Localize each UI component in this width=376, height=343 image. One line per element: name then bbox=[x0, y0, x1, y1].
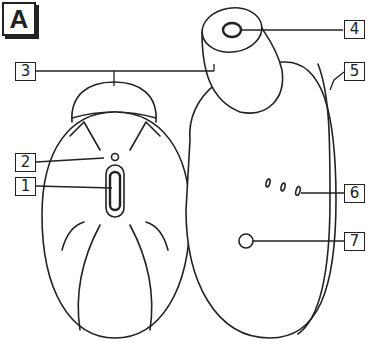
mic-hole bbox=[112, 154, 119, 161]
body-contour bbox=[146, 222, 168, 250]
callout-number: 4 bbox=[344, 20, 365, 39]
side-stripe bbox=[298, 64, 330, 334]
vent-slot bbox=[295, 186, 301, 196]
figure-letter: A bbox=[2, 2, 36, 36]
vent-slot bbox=[265, 179, 271, 188]
callout-number: 2 bbox=[15, 153, 36, 172]
body-contour bbox=[62, 222, 84, 250]
body-contour bbox=[78, 225, 100, 330]
callout-number: 3 bbox=[15, 62, 36, 81]
leader-line bbox=[36, 186, 112, 188]
leader-line bbox=[36, 64, 214, 86]
touch-button bbox=[106, 165, 124, 217]
body-contour bbox=[130, 225, 152, 330]
leader-line bbox=[330, 72, 344, 90]
sound-outlet bbox=[223, 23, 241, 37]
wing-line bbox=[130, 122, 160, 150]
leader-line bbox=[242, 29, 343, 30]
earbud-body bbox=[42, 112, 190, 338]
callout-number: 7 bbox=[344, 232, 365, 251]
callout-number: 5 bbox=[344, 62, 365, 81]
leader-line bbox=[253, 240, 344, 241]
leader-line bbox=[36, 158, 104, 162]
vent-slot bbox=[280, 183, 286, 192]
wing-line bbox=[70, 122, 100, 150]
callout-number: 1 bbox=[15, 177, 36, 196]
callout-number: 6 bbox=[344, 184, 365, 203]
leader-line bbox=[301, 192, 344, 193]
touch-button-inner bbox=[110, 172, 120, 210]
charging-contact bbox=[239, 234, 253, 248]
